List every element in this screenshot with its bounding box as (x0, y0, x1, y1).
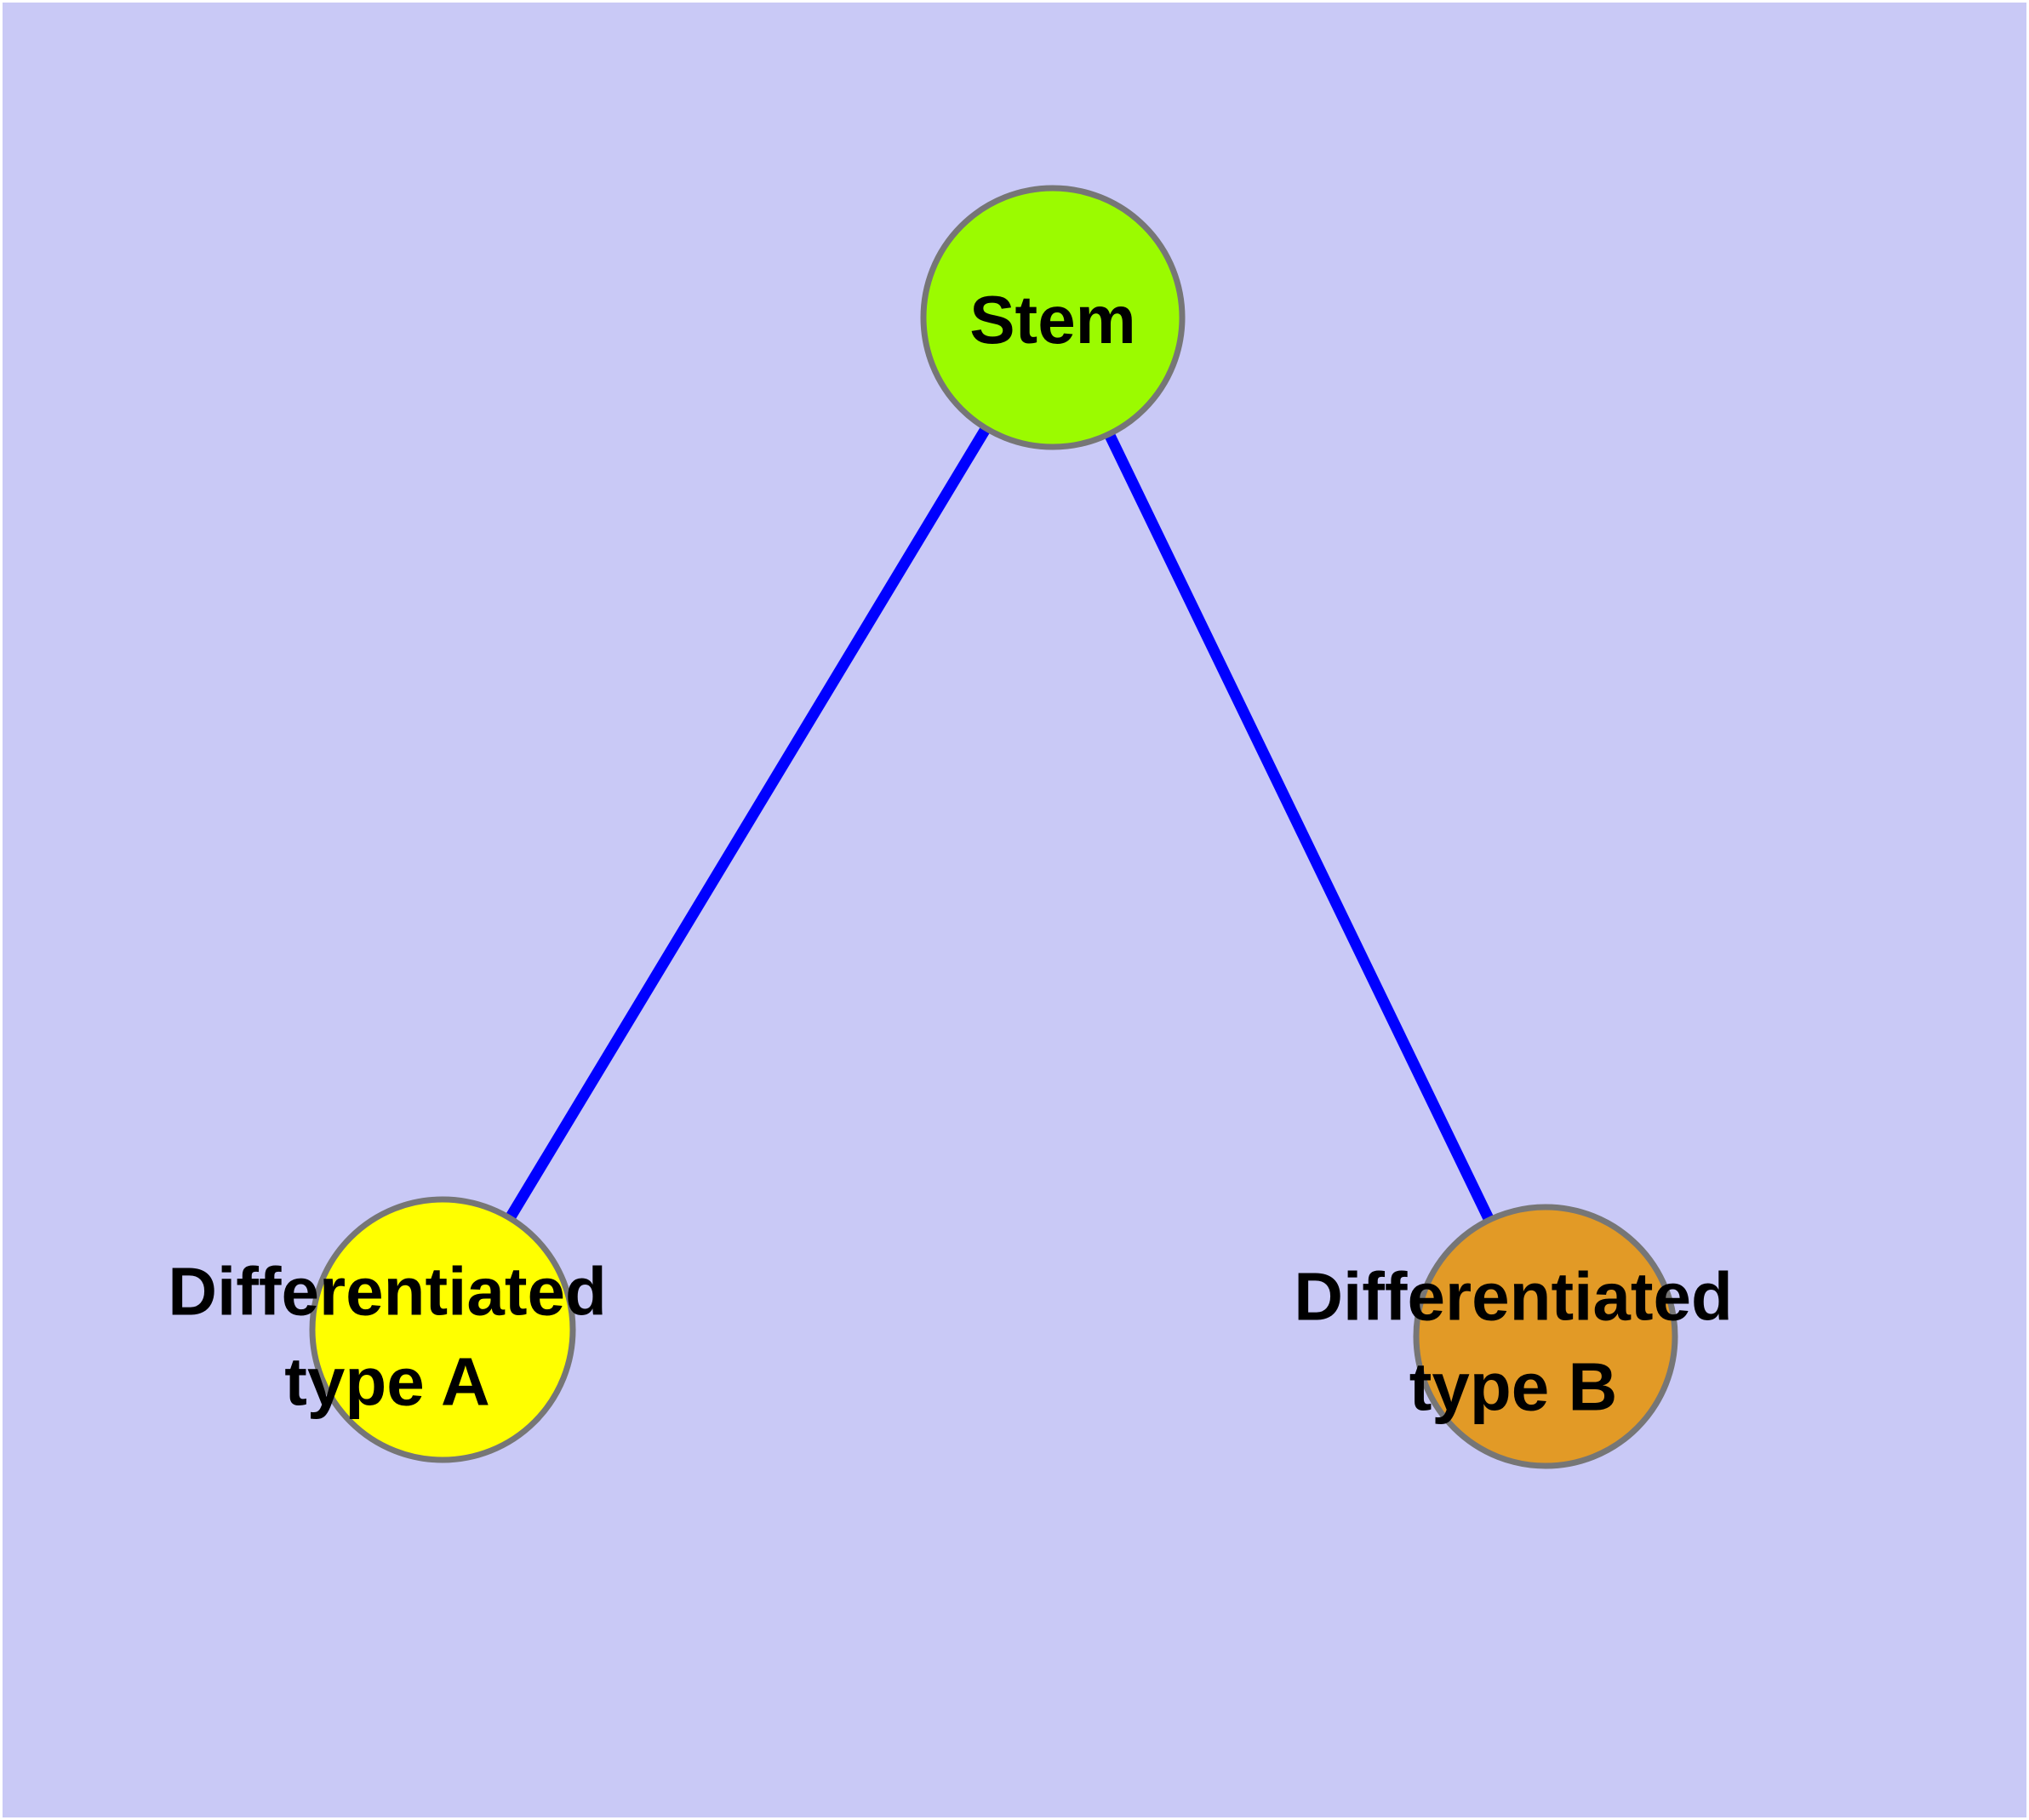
differentiated-type-b-node-circle (1413, 1204, 1678, 1469)
edge-stem-to-type-b (1048, 315, 1551, 1339)
differentiated-type-b-node-label: Differentiated type B (1294, 1251, 1733, 1431)
differentiated-type-a-node-label: Differentiated type A (168, 1246, 607, 1426)
edge-stem-to-type-a (437, 314, 1058, 1333)
stem-node-circle (920, 185, 1186, 450)
stem-node-label: Stem (969, 282, 1136, 358)
type-a-label-line-1: Differentiated (168, 1253, 607, 1330)
type-b-label-line-2: type B (1409, 1348, 1618, 1424)
differentiated-type-a-node-circle (309, 1196, 576, 1463)
type-b-label-line-1: Differentiated (1294, 1258, 1733, 1335)
type-a-label-line-2: type A (284, 1343, 490, 1419)
